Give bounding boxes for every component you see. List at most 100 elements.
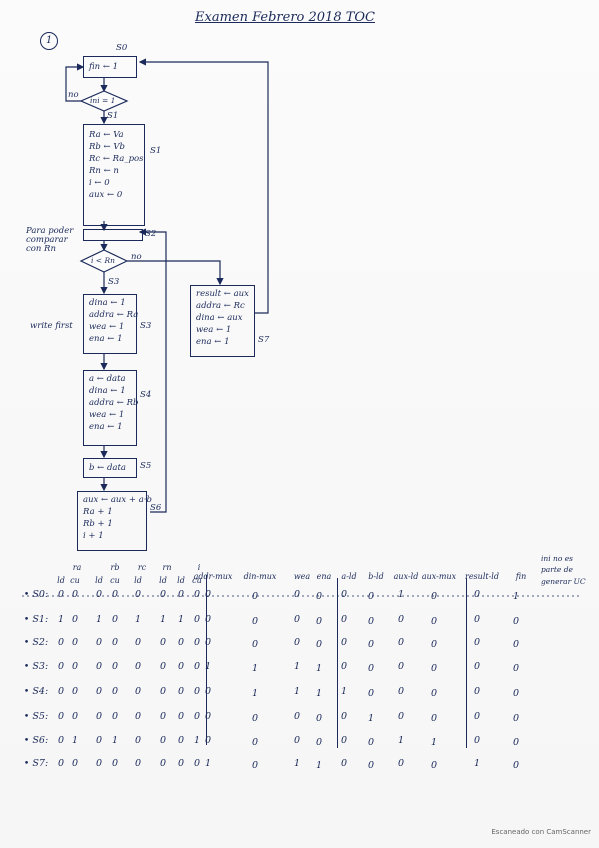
table-cell: 0 xyxy=(430,663,438,674)
table-cell: 0 xyxy=(95,711,103,722)
table-cell: 0 xyxy=(71,614,79,625)
sub-header: ld xyxy=(177,576,185,585)
table-cell: 0 xyxy=(367,591,375,602)
table-cell: 0 xyxy=(473,711,481,722)
table-cell: 1 xyxy=(293,686,301,697)
table-cell: 0 xyxy=(111,589,119,600)
state-label-s6: S6 xyxy=(150,503,162,513)
table-cell: 1 xyxy=(340,686,348,697)
branch-label-s3: S3 xyxy=(108,277,120,287)
table-cell: 0 xyxy=(512,713,520,724)
table-cell: 1 xyxy=(397,589,405,600)
table-cell: 0 xyxy=(397,711,405,722)
table-cell: 0 xyxy=(251,737,259,748)
state-label-s0: S0 xyxy=(116,43,128,53)
decision-i-lt-rn: i < Rn xyxy=(91,256,115,265)
table-cell: 1 xyxy=(177,614,185,625)
table-cell: 0 xyxy=(159,711,167,722)
s4-line: a ← data xyxy=(89,374,126,384)
table-cell: 0 xyxy=(473,614,481,625)
state-label-s7: S7 xyxy=(258,335,270,345)
table-cell: 0 xyxy=(57,735,65,746)
table-cell: 0 xyxy=(57,686,65,697)
table-cell: 0 xyxy=(159,735,167,746)
table-cell: 0 xyxy=(134,758,142,769)
table-cell: 1 xyxy=(430,737,438,748)
table-cell: 0 xyxy=(293,735,301,746)
table-cell: 1 xyxy=(367,713,375,724)
table-cell: 0 xyxy=(512,760,520,771)
table-cell: 0 xyxy=(95,735,103,746)
table-cell: 0 xyxy=(57,758,65,769)
group-header-rc: rc xyxy=(137,563,147,572)
table-cell: 0 xyxy=(111,711,119,722)
table-cell: 0 xyxy=(430,713,438,724)
column-separator xyxy=(206,575,207,745)
column-header-din-mux: din-mux xyxy=(243,572,277,581)
group-header-rb: rb xyxy=(110,563,120,572)
table-cell: 0 xyxy=(204,711,212,722)
table-cell: 0 xyxy=(315,639,323,650)
table-cell: 0 xyxy=(473,661,481,672)
table-cell: 0 xyxy=(293,711,301,722)
table-cell: 1 xyxy=(204,758,212,769)
table-cell: 0 xyxy=(293,589,301,600)
table-cell: 0 xyxy=(397,661,405,672)
table-cell: 0 xyxy=(159,637,167,648)
s4-line: addra ← Rb xyxy=(89,398,139,408)
note-write-first: write first xyxy=(30,321,73,331)
sub-header: cu xyxy=(70,576,80,585)
table-cell: 0 xyxy=(134,686,142,697)
table-cell: 0 xyxy=(251,760,259,771)
row-state-s3: • S3: xyxy=(23,661,49,672)
table-cell: 0 xyxy=(134,661,142,672)
table-cell: 1 xyxy=(473,758,481,769)
table-cell: 0 xyxy=(293,637,301,648)
sub-header: ld xyxy=(57,576,65,585)
table-cell: 0 xyxy=(204,637,212,648)
table-cell: 0 xyxy=(367,639,375,650)
table-cell: 1 xyxy=(397,735,405,746)
column-header-wea: wea xyxy=(293,572,311,581)
scanner-watermark: Escaneado con CamScanner xyxy=(491,828,591,836)
s6-line: Ra + 1 xyxy=(83,507,113,517)
table-cell: 1 xyxy=(111,735,119,746)
table-cell: 0 xyxy=(397,614,405,625)
table-cell: 0 xyxy=(512,737,520,748)
table-cell: 1 xyxy=(193,735,201,746)
table-cell: 0 xyxy=(512,639,520,650)
s1-line: Rn ← n xyxy=(89,166,119,176)
table-cell: 0 xyxy=(315,713,323,724)
state-box-s5: b ← data xyxy=(83,458,137,478)
table-cell: 0 xyxy=(367,688,375,699)
table-cell: 0 xyxy=(111,614,119,625)
table-cell: 0 xyxy=(430,616,438,627)
table-cell: 0 xyxy=(315,616,323,627)
table-cell: 0 xyxy=(177,686,185,697)
row-state-s7: • S7: xyxy=(23,758,49,769)
table-cell: 0 xyxy=(340,661,348,672)
s4-line: ena ← 1 xyxy=(89,422,123,432)
state-label-s5: S5 xyxy=(140,461,152,471)
table-cell: 0 xyxy=(159,589,167,600)
row-state-s2: • S2: xyxy=(23,637,49,648)
s7-line: wea ← 1 xyxy=(196,325,232,335)
s7-line: addra ← Rc xyxy=(196,301,245,311)
column-header-ena: ena xyxy=(316,572,332,581)
table-cell: 0 xyxy=(251,639,259,650)
table-cell: 0 xyxy=(57,589,65,600)
s6-line: Rb + 1 xyxy=(83,519,113,529)
table-cell: 1 xyxy=(315,663,323,674)
s6-line: aux ← aux + a·b xyxy=(83,495,152,505)
s1-line: Rc ← Ra_pos xyxy=(89,154,144,164)
s7-line: result ← aux xyxy=(196,289,249,299)
row-state-s6: • S6: xyxy=(23,735,49,746)
table-cell: 0 xyxy=(193,614,201,625)
table-cell: 0 xyxy=(430,760,438,771)
table-cell: 0 xyxy=(193,686,201,697)
table-cell: 0 xyxy=(397,758,405,769)
